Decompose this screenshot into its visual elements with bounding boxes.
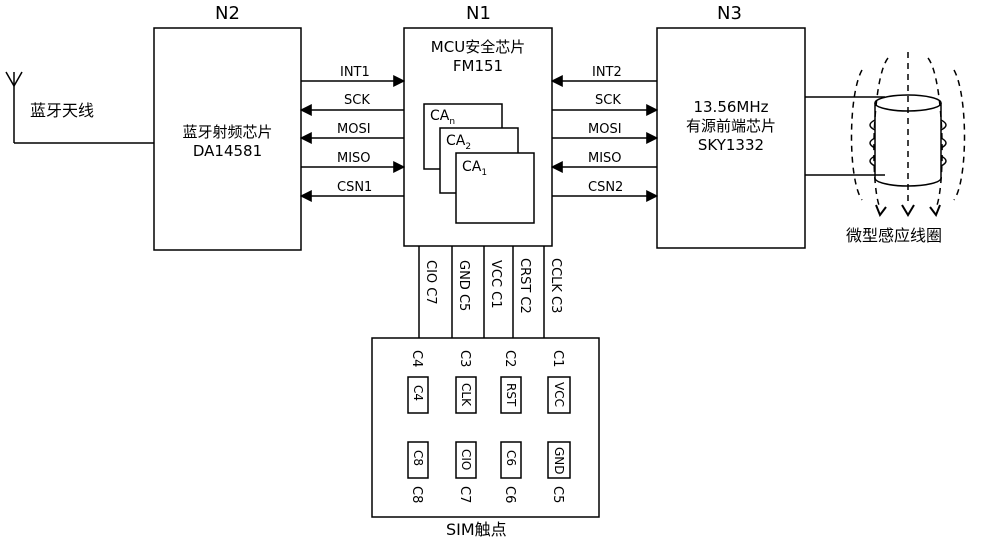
coil-leads: [805, 96, 885, 176]
sim-pin-clk: CLK: [459, 383, 473, 406]
nfc-chip-label: 13.56MHz 有源前端芯片 SKY1332: [657, 100, 805, 153]
left-signal-sck: SCK: [344, 93, 370, 108]
n3-label: N3: [717, 3, 742, 24]
sim-pin-c4: C4: [411, 385, 425, 402]
sim-bottom-label-c8: C8: [409, 486, 424, 504]
nfc-chip-freq: 13.56MHz: [693, 98, 769, 116]
sim-signal-cclk: CCLK C3: [548, 258, 563, 314]
coil-icon: [850, 52, 966, 218]
sim-top-label-c1: C1: [550, 350, 565, 368]
mcu-chip-box: [403, 27, 553, 247]
sim-pin-c8: C8: [411, 450, 425, 467]
sim-pin-gnd: GND: [552, 447, 566, 475]
left-signal-int1: INT1: [340, 65, 370, 80]
right-signal-csn2: CSN2: [588, 180, 624, 195]
bluetooth-chip-model: DA14581: [192, 142, 263, 160]
sim-bus: [418, 246, 545, 338]
n2-label: N2: [215, 3, 240, 24]
bluetooth-chip-label: 蓝牙射频芯片 DA14581: [154, 125, 301, 159]
sim-bottom-label-c6: C6: [502, 486, 517, 504]
sim-signal-crst: CRST C2: [517, 258, 532, 314]
left-signal-csn1: CSN1: [337, 180, 373, 195]
nfc-chip-model: SKY1332: [697, 136, 765, 154]
sim-contacts: [407, 376, 571, 479]
sim-signal-cio: CIO C7: [423, 260, 438, 305]
right-bus: [550, 75, 659, 202]
sim-signal-vcc: VCC C1: [488, 260, 503, 309]
left-signal-miso: MISO: [337, 151, 371, 166]
cert-card-1: [455, 152, 535, 224]
antenna-icon: [5, 71, 154, 144]
mcu-chip-label: MCU安全芯片 FM151: [404, 40, 552, 74]
n1-label: N1: [466, 3, 491, 24]
sim-pin-vcc: VCC: [552, 382, 566, 407]
sim-bottom-label-c7: C7: [457, 486, 472, 504]
coil-label: 微型感应线圈: [846, 226, 943, 245]
right-signal-mosi: MOSI: [588, 122, 622, 137]
cert-card-1-label: CA1: [462, 159, 488, 178]
sim-bottom-label-c5: C5: [550, 486, 565, 504]
sim-top-label-c4: C4: [409, 350, 424, 368]
sim-pin-c6: C6: [504, 450, 518, 467]
right-signal-miso: MISO: [588, 151, 622, 166]
antenna-label: 蓝牙天线: [30, 101, 95, 120]
sim-pin-cio: CIO: [459, 449, 473, 471]
bluetooth-chip-name: 蓝牙射频芯片: [182, 123, 273, 141]
right-signal-sck: SCK: [595, 93, 621, 108]
sim-top-label-c2: C2: [502, 350, 517, 368]
mcu-chip-name: MCU安全芯片: [430, 38, 526, 56]
left-bus: [299, 75, 406, 202]
cert-card-n-label: CAn: [430, 108, 456, 127]
right-signal-int2: INT2: [592, 65, 622, 80]
sim-top-label-c3: C3: [457, 350, 472, 368]
sim-pin-rst: RST: [504, 383, 518, 407]
nfc-chip-name: 有源前端芯片: [685, 117, 776, 135]
sim-box: [371, 337, 600, 518]
mcu-chip-model: FM151: [452, 57, 504, 75]
sim-signal-gnd: GND C5: [456, 260, 471, 312]
cert-card-2-label: CA2: [446, 133, 472, 152]
sim-label: SIM触点: [446, 520, 507, 539]
left-signal-mosi: MOSI: [337, 122, 371, 137]
